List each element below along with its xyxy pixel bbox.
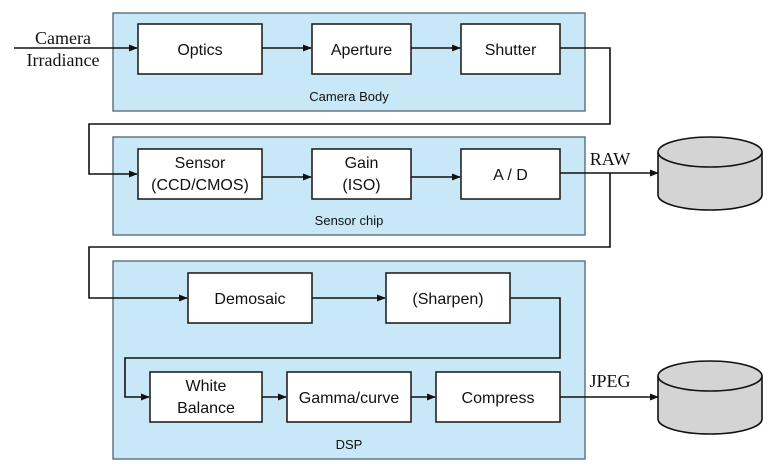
raw-storage-icon xyxy=(657,136,763,211)
dsp-label: DSP xyxy=(336,437,363,452)
white-label: White xyxy=(186,378,227,395)
compress-label: Compress xyxy=(462,390,535,407)
camera-irradiance-line2: Irradiance xyxy=(27,50,100,70)
raw-label: RAW xyxy=(590,149,631,169)
aperture-block xyxy=(311,23,412,75)
ad-block xyxy=(460,148,561,200)
jpeg-storage-icon xyxy=(657,360,763,435)
compress-block xyxy=(435,371,561,423)
gamma-curve-block xyxy=(286,371,412,423)
ad-label: A / D xyxy=(493,167,528,184)
gain-block xyxy=(311,148,412,200)
sensor-label: Sensor xyxy=(175,155,226,172)
balance-label: Balance xyxy=(177,400,235,417)
sharpen-label: (Sharpen) xyxy=(412,291,483,308)
aperture-label: Aperture xyxy=(331,42,392,59)
camera-body-label: Camera Body xyxy=(309,89,389,104)
optics-label: Optics xyxy=(177,42,222,59)
demosaic-block xyxy=(187,272,313,324)
shutter-block xyxy=(460,23,561,75)
sensor-chip-label: Sensor chip xyxy=(315,213,384,228)
ad-to-demosaic-arrow xyxy=(88,173,611,302)
demosaic-label: Demosaic xyxy=(214,291,285,308)
sharpen-to-white-balance-arrow xyxy=(124,297,561,401)
sharpen-block xyxy=(385,272,511,324)
gain-sub-label: (ISO) xyxy=(342,177,380,194)
sensor-block xyxy=(137,148,263,200)
dsp-panel xyxy=(112,260,586,460)
gamma-curve-label: Gamma/curve xyxy=(299,390,400,407)
optics-block xyxy=(137,23,263,75)
sensor-sub-label: (CCD/CMOS) xyxy=(151,177,249,194)
shutter-to-sensor-arrow xyxy=(88,47,611,178)
jpeg-label: JPEG xyxy=(589,371,630,391)
shutter-label: Shutter xyxy=(485,42,537,59)
gain-label: Gain xyxy=(345,155,379,172)
camera-irradiance-line1: Camera xyxy=(35,28,91,48)
